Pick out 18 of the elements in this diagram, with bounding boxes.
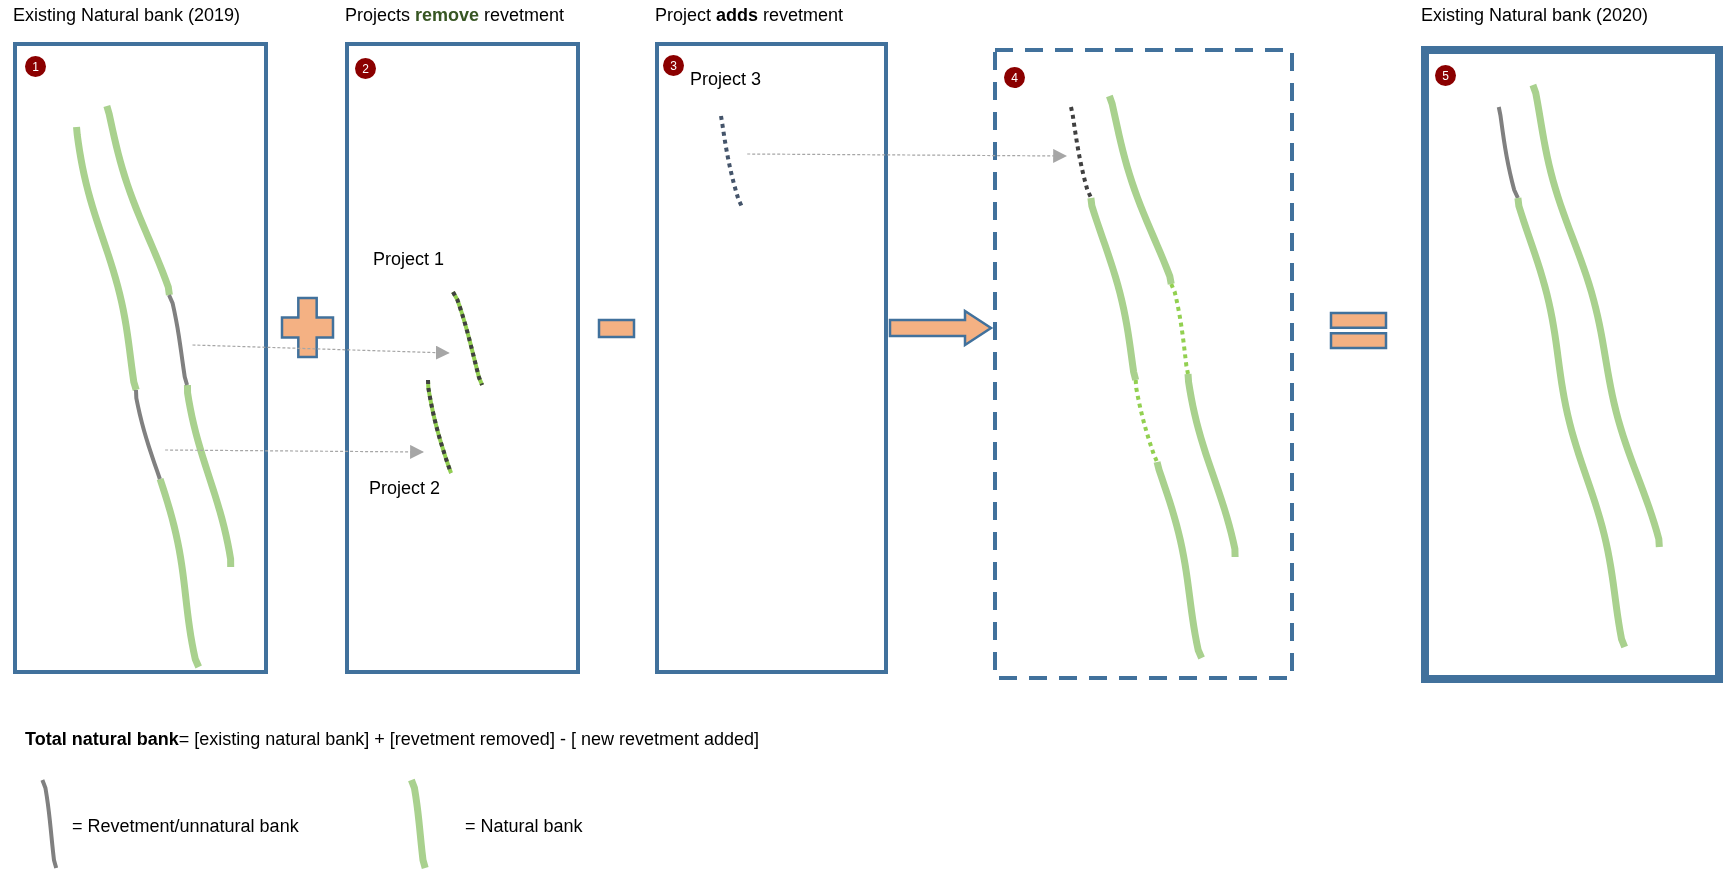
- panel: [993, 48, 1294, 680]
- minus-sign: [598, 319, 635, 338]
- legend-label: = Natural bank: [465, 815, 583, 837]
- block-arrow: [888, 308, 994, 348]
- formula-note: Total natural bank= [existing natural bank] + [revetment removed] - [ new revetment added]: [25, 728, 759, 750]
- project-label: Project 1: [373, 248, 445, 270]
- project-label: Project 3: [690, 68, 762, 90]
- project-label: Project 2: [369, 477, 441, 499]
- panel-heading: Existing Natural bank (2019): [13, 4, 241, 26]
- plus-sign: [281, 297, 334, 358]
- pointer-arrow: [746, 148, 1068, 163]
- panel-heading: Existing Natural bank (2020): [1421, 4, 1649, 26]
- pointer-arrow: [164, 444, 425, 459]
- equals-sign: [1330, 312, 1387, 349]
- panel-heading: Project adds revetment: [655, 4, 844, 26]
- pointer-arrow: [191, 344, 450, 360]
- panel-heading: Projects remove revetment: [345, 4, 565, 26]
- legend-label: = Revetment/unnatural bank: [72, 815, 299, 837]
